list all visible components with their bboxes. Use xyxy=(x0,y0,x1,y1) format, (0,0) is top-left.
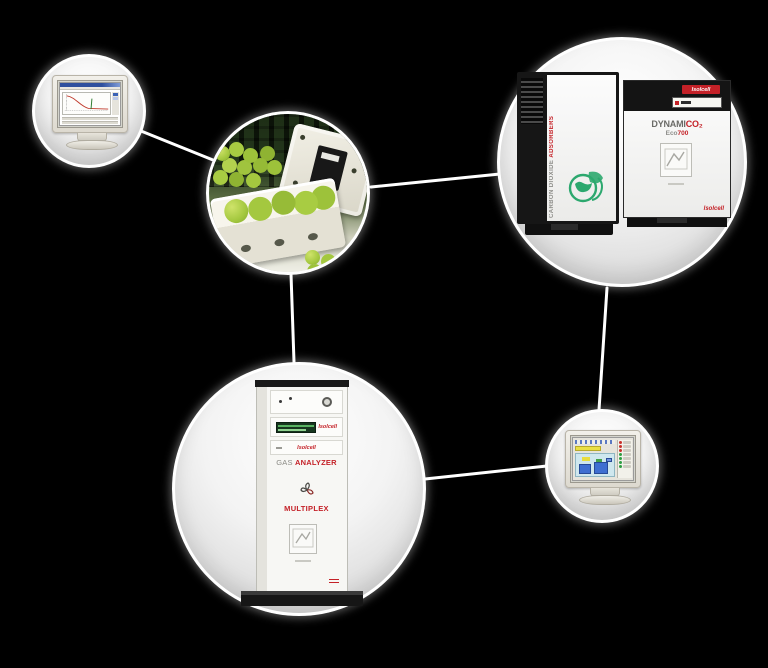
monitor-screen xyxy=(57,80,123,128)
apples-in-bin-icon xyxy=(222,197,251,225)
status-row-1 xyxy=(62,117,118,120)
apples-photo xyxy=(209,114,367,272)
edge-produce-gas-analyzer xyxy=(289,272,296,364)
multiplex-block: MULTIPLEX xyxy=(270,482,343,513)
edge-co2-adsorber-pc-right xyxy=(597,286,609,412)
apple-bin xyxy=(209,177,347,269)
monitor-base xyxy=(66,140,118,150)
rack-sketch-icon xyxy=(289,524,317,562)
adsorber-left-cabinet: CARBON DIOXIDE ADSORBERS xyxy=(517,72,619,224)
node-gas-analyzer: Isolcell Isolcell GAS ANALYZER MULTIPLEX xyxy=(172,362,426,616)
mimic-top-indicators xyxy=(575,440,615,444)
ventilation-grille-icon xyxy=(521,78,543,124)
co2-adsorber-machine: CARBON DIOXIDE ADSORBERS Isolcell DYNAMI… xyxy=(517,66,733,252)
mimic-led-column xyxy=(617,440,632,478)
gauge-icon xyxy=(322,397,332,407)
rack-top-cap xyxy=(255,380,349,387)
mimic-yellow-bar xyxy=(575,446,601,451)
apple-cluster-icon xyxy=(215,146,230,161)
apple-cluster-2-icon xyxy=(305,250,320,265)
rack-base-plinth xyxy=(241,591,363,606)
edge-produce-co2-adsorber xyxy=(369,172,502,189)
left-cabinet-front-panel xyxy=(547,75,616,221)
chart-side-buttons xyxy=(112,92,119,115)
trend-chart xyxy=(62,92,111,115)
rack-brand-strip: Isolcell xyxy=(270,440,343,455)
monitor-screen xyxy=(570,435,636,483)
trend-chart-window xyxy=(59,82,121,126)
top-band: Isolcell xyxy=(624,81,730,111)
process-mimic-window xyxy=(572,437,634,481)
lcd-display-icon xyxy=(276,422,316,433)
brand-logo-bottom: Isolcell xyxy=(703,206,724,212)
small-red-label xyxy=(329,579,339,584)
rack-display-module: Isolcell xyxy=(270,417,343,437)
adsorber-right-cabinet: Isolcell DYNAMICO₂ Eco700 Isolcell xyxy=(623,80,731,218)
node-scada-pc xyxy=(545,409,659,523)
node-co2-adsorber: CARBON DIOXIDE ADSORBERS Isolcell DYNAMI… xyxy=(497,37,747,287)
crt-monitor-icon xyxy=(52,75,132,153)
status-row-2 xyxy=(62,121,118,124)
panel-sketch-icon xyxy=(660,143,692,185)
monitor-base xyxy=(579,495,631,505)
node-control-pc xyxy=(32,54,146,168)
globe-leaf-logo-icon xyxy=(568,171,603,203)
gas-analyzer-rack: Isolcell Isolcell GAS ANALYZER MULTIPLEX xyxy=(255,380,349,593)
window-titlebar xyxy=(60,83,120,87)
brand-logo-center: Isolcell xyxy=(297,445,316,451)
mimic-process-area xyxy=(575,453,615,477)
brand-logo: Isolcell xyxy=(682,85,720,94)
side-label: CARBON DIOXIDE ADSORBERS xyxy=(549,115,555,218)
monitor-bezel xyxy=(52,75,128,133)
edge-pc-left-produce xyxy=(139,129,215,162)
node-produce-storage xyxy=(206,111,370,275)
machine-feet-right xyxy=(627,218,727,227)
monitor-bezel xyxy=(565,430,641,488)
multiplex-label: MULTIPLEX xyxy=(284,504,329,513)
control-display-icon xyxy=(672,97,722,108)
window-menubar xyxy=(60,87,120,90)
gas-analyzer-label: GAS ANALYZER xyxy=(276,458,337,467)
machine-feet-left xyxy=(525,224,613,235)
edge-gas-analyzer-pc-right xyxy=(423,464,549,481)
model-variant: Eco700 xyxy=(665,130,689,137)
brand-logo: Isolcell xyxy=(318,424,337,430)
rack-io-panel xyxy=(270,390,343,414)
model-name: DYNAMICO₂ xyxy=(651,119,703,129)
crt-monitor-icon xyxy=(565,430,645,508)
multiplex-fan-logo-icon xyxy=(299,482,314,495)
